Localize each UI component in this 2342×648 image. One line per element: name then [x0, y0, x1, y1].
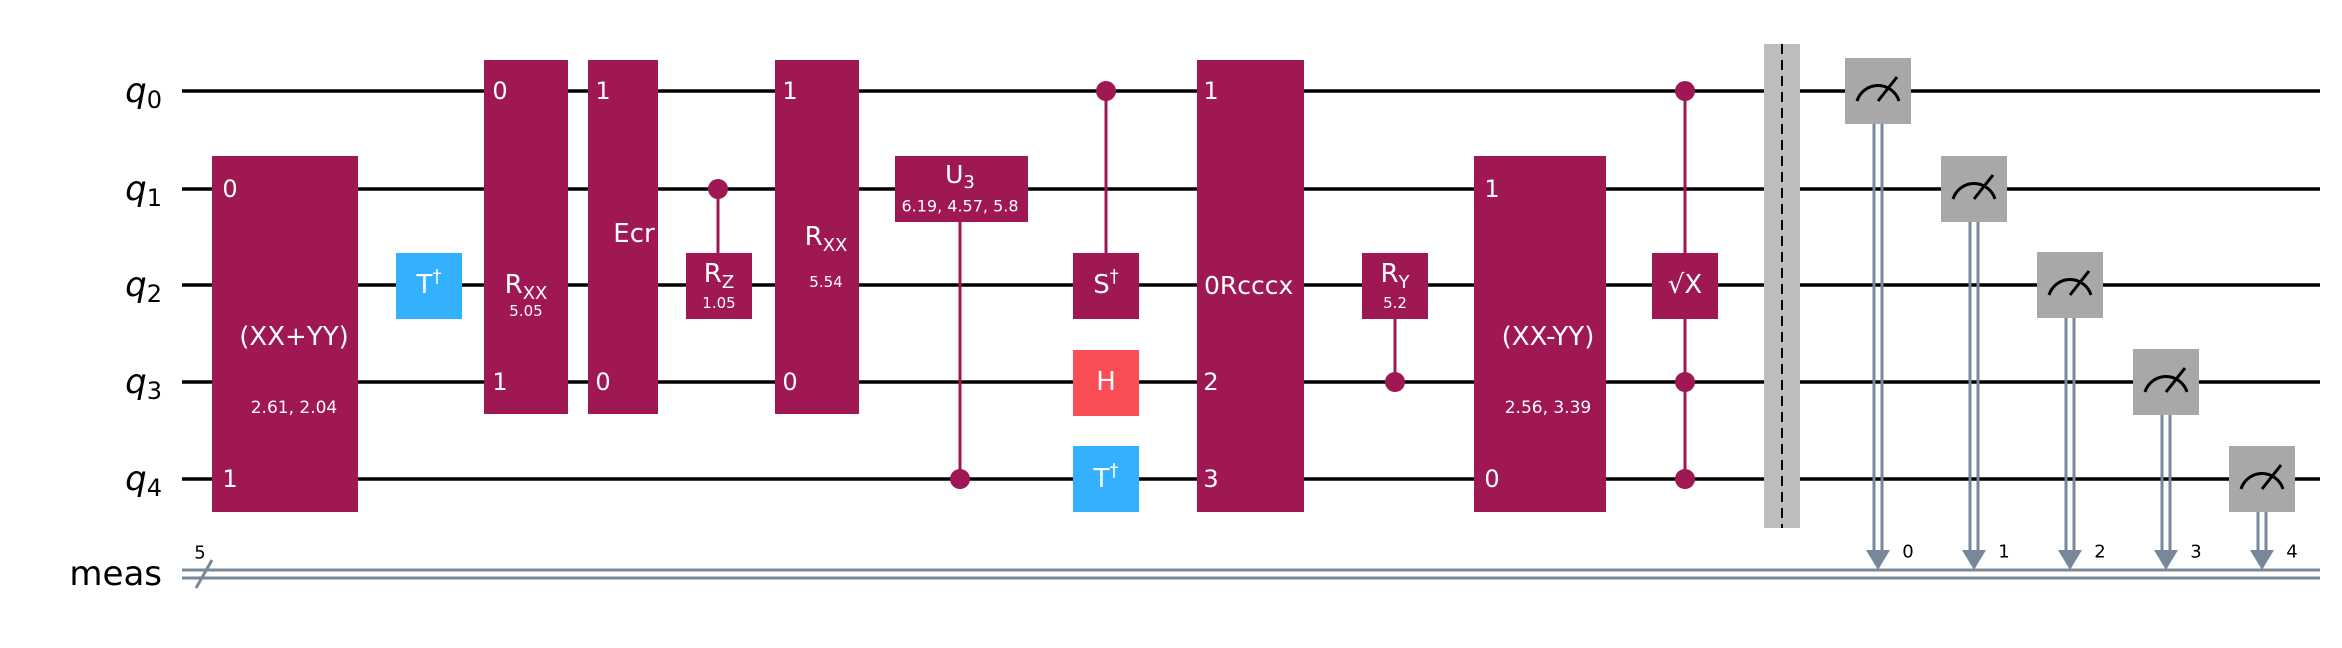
xx-plus-yy-params: 2.61, 2.04 [251, 398, 338, 418]
rxx-gate-2 [775, 60, 859, 414]
rxx-gate-2-params: 5.54 [809, 273, 842, 291]
ecr-gate [588, 60, 658, 414]
measure-gate-0 [1845, 58, 1911, 124]
measure-gate-1 [1941, 156, 2007, 222]
rxx-gate-2-pin-1: 0 [782, 368, 797, 396]
tdg-gate-q2 [396, 253, 462, 319]
h-gate-label: H [1096, 367, 1116, 397]
xx-plus-yy-label: (XX+YY) [239, 322, 348, 352]
xx-minus-yy-gate [1474, 156, 1606, 512]
xx-plus-yy-gate [212, 156, 358, 512]
measure-4-arrow [2250, 550, 2274, 570]
ry-control-dot [1385, 372, 1405, 392]
tdg-gate-q4 [1073, 446, 1139, 512]
rxx-gate-1-params: 5.05 [509, 302, 542, 320]
sdg-control-dot [1096, 81, 1116, 101]
rxx-gate-1-pin-1: 1 [492, 368, 507, 396]
ry-gate [1362, 253, 1428, 319]
meter-needle-1 [1972, 174, 1995, 200]
rxx-gate-1 [484, 60, 568, 414]
rz-control-dot [708, 179, 728, 199]
classical-bit-label-2: 2 [2094, 542, 2105, 563]
classical-register-label: meas [69, 554, 162, 594]
sx-control-dot-q3 [1675, 372, 1695, 392]
sdg-gate [1073, 253, 1139, 319]
meter-icon-1 [1951, 182, 1997, 200]
xx-minus-yy-pin-0: 1 [1484, 175, 1499, 203]
meter-needle-2 [2068, 270, 2091, 296]
qubit-label-2: q2 [125, 265, 162, 308]
u3-gate-params: 6.19, 4.57, 5.8 [901, 197, 1018, 216]
rcccx-gate-pin-1: 1 [1203, 77, 1218, 105]
classical-bit-label-1: 1 [1998, 542, 2009, 563]
measure-gate-2 [2037, 252, 2103, 318]
rxx-gate-2-pin-0: 1 [782, 77, 797, 105]
qubit-label-4: q4 [125, 459, 162, 502]
meter-icon-2 [2047, 278, 2093, 296]
rxx-gate-1-label: RXX [505, 270, 548, 304]
classical-bundle-slash [194, 559, 214, 589]
tdg-gate-q2-label: T† [416, 266, 442, 301]
qubit-label-1: q1 [125, 169, 162, 212]
measure-0-arrow [1866, 550, 1890, 570]
ry-gate-params: 5.2 [1383, 294, 1407, 312]
rxx-gate-2-label: RXX [805, 222, 848, 256]
rz-gate-params: 1.05 [702, 294, 735, 312]
measure-gate-3 [2133, 349, 2199, 415]
xx-minus-yy-pin-1: 0 [1484, 465, 1499, 493]
sx-gate-label: √X [1668, 270, 1702, 300]
xx-plus-yy-pin-0: 0 [222, 175, 237, 203]
classical-bit-label-4: 4 [2286, 542, 2297, 563]
classical-bit-label-0: 0 [1902, 542, 1913, 563]
sdg-gate-label: S† [1093, 266, 1119, 301]
classical-width-label: 5 [194, 543, 205, 564]
rcccx-gate [1197, 60, 1304, 512]
measure-gate-4 [2229, 446, 2295, 512]
ry-gate-label: RY [1380, 259, 1410, 293]
meter-needle-4 [2260, 464, 2283, 490]
rz-gate-label: RZ [704, 259, 734, 293]
u3-gate-label: U3 [945, 160, 975, 193]
meter-needle-0 [1876, 76, 1899, 102]
qubit-label-3: q3 [125, 362, 162, 405]
sx-gate [1652, 253, 1718, 319]
rcccx-gate-pin-2: 2 [1203, 368, 1218, 396]
measure-2-arrow [2058, 550, 2082, 570]
u3-control-dot [950, 469, 970, 489]
sx-control-dot-q4 [1675, 469, 1695, 489]
meter-icon-4 [2239, 472, 2285, 490]
sx-control-dot-q0 [1675, 81, 1695, 101]
tdg-gate-q4-label: T† [1093, 460, 1119, 495]
h-gate [1073, 350, 1139, 416]
rcccx-gate-pin-3: 3 [1203, 465, 1218, 493]
measure-1-arrow [1962, 550, 1986, 570]
rz-gate [686, 253, 752, 319]
meter-needle-3 [2164, 367, 2187, 393]
xx-minus-yy-label: (XX-YY) [1502, 322, 1595, 352]
ecr-gate-label: Ecr [613, 219, 655, 249]
rcccx-gate-label: 0Rcccx [1204, 271, 1293, 300]
qubit-label-0: q0 [125, 71, 162, 114]
ecr-gate-pin-0: 1 [595, 77, 610, 105]
rxx-gate-1-pin-0: 0 [492, 77, 507, 105]
measure-3-arrow [2154, 550, 2178, 570]
meter-icon-3 [2143, 375, 2189, 393]
xx-plus-yy-pin-1: 1 [222, 465, 237, 493]
xx-minus-yy-params: 2.56, 3.39 [1505, 398, 1592, 418]
u3-gate [895, 156, 1028, 222]
classical-bit-label-3: 3 [2190, 542, 2201, 563]
ecr-gate-pin-1: 0 [595, 368, 610, 396]
meter-icon-0 [1855, 84, 1901, 102]
